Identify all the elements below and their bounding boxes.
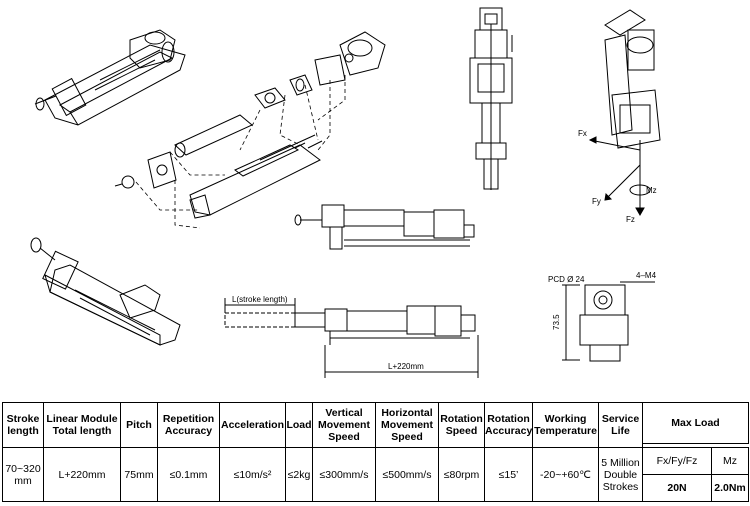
stroke-length-dimension: L(stroke length) — [232, 295, 288, 304]
header-cell: Horizontal Movement Speed — [375, 402, 439, 448]
side-view-middle — [294, 204, 475, 250]
exploded-view-center — [114, 31, 386, 219]
max-load-value-row: 20N 2.0Nm — [3, 474, 749, 502]
iso-vertical-forces — [588, 9, 661, 217]
force-header-cell: Fx/Fy/Fz — [642, 447, 712, 475]
value-cell: -20~+60℃ — [532, 447, 599, 502]
value-cell: ≤2kg — [285, 447, 313, 502]
value-cell: ≤0.1mm — [157, 447, 220, 502]
header-cell: Rotation Speed — [438, 402, 485, 448]
force-fy-label: Fy — [592, 197, 601, 206]
total-length-dimension: L+220mm — [388, 362, 424, 371]
end-view-bottom-right — [562, 281, 655, 362]
iso-module-top-left — [34, 29, 186, 126]
value-cell: L+220mm — [43, 447, 121, 502]
force-fz-label: Fz — [626, 215, 635, 224]
header-cell: Rotation Accuracy — [484, 402, 533, 448]
header-cell: Stroke length — [2, 402, 44, 448]
spec-table: Stroke length Linear Module Total length… — [2, 402, 749, 502]
header-cell: Vertical Movement Speed — [312, 402, 376, 448]
exploded-dash-lines — [135, 75, 346, 229]
value-cell: 5 Million Double Strokes — [598, 447, 643, 502]
header-cell: Load — [285, 402, 313, 448]
value-cell: ≤80rpm — [438, 447, 485, 502]
header-cell: Repetition Accuracy — [157, 402, 220, 448]
holes-dimension: 4–M4 — [636, 271, 657, 280]
value-cell: 75mm — [120, 447, 158, 502]
value-cell: ≤500mm/s — [375, 447, 439, 502]
technical-drawing: Fx Fy Fz Mz L(stroke length) L+220mm PCD… — [30, 7, 661, 378]
force-value-cell: 20N — [642, 474, 712, 502]
iso-module-bottom-left — [30, 237, 181, 346]
pcd-dimension: PCD Ø 24 — [548, 275, 585, 284]
value-cell: ≤300mm/s — [312, 447, 376, 502]
moment-header-cell: Mz — [711, 447, 749, 475]
force-fx-label: Fx — [578, 129, 587, 138]
header-cell: Service Life — [598, 402, 643, 448]
moment-mz-label: Mz — [646, 186, 657, 195]
front-view-top — [469, 7, 513, 190]
spec-value-row: 70~320 mm L+220mm 75mm ≤0.1mm ≤10m/s² ≤2… — [2, 447, 749, 502]
header-cell: Pitch — [120, 402, 158, 448]
header-cell: Acceleration — [219, 402, 286, 448]
value-cell: 70~320 mm — [2, 447, 44, 502]
value-cell: ≤10m/s² — [219, 447, 286, 502]
height-dimension: 73.5 — [552, 314, 561, 330]
max-load-header: Max Load — [642, 402, 749, 444]
value-cell: ≤15’ — [484, 447, 533, 502]
moment-value-cell: 2.0Nm — [711, 474, 749, 502]
header-cell: Linear Module Total length — [43, 402, 121, 448]
spec-header-row: Stroke length Linear Module Total length… — [2, 402, 749, 448]
dimensioned-side-view — [224, 298, 479, 378]
header-cell: Working Temperature — [532, 402, 599, 448]
